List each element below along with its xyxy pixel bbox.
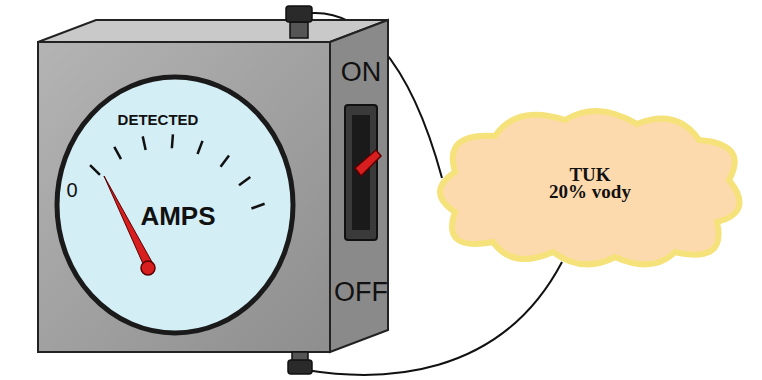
terminal [286,6,312,22]
cloud-node: TUK20% vody [425,100,755,275]
scale-title: DETECTED [118,112,199,127]
switch-off: OFF [334,279,388,306]
switch-toggle [355,150,381,176]
box-top [38,20,388,42]
box-side [330,20,388,352]
gauge-face [57,77,293,333]
box-front [38,42,330,352]
gauge-tick [172,134,173,148]
gauge-tick [251,204,264,209]
gauge-tick [90,165,100,175]
terminal [290,22,308,38]
gauge-tick [239,177,250,185]
gauge-tick [221,156,229,167]
needle-pivot [141,261,155,275]
gauge-tick [114,147,121,159]
cloud-outline [440,111,740,265]
gauge-tick [198,141,203,154]
node-text: 20% vody [549,180,631,205]
switch-on: ON [341,59,382,86]
scale-zero: 0 [66,180,77,200]
unit-label: AMPS [140,203,215,229]
terminal [288,360,312,374]
gauge-tick [143,136,146,150]
